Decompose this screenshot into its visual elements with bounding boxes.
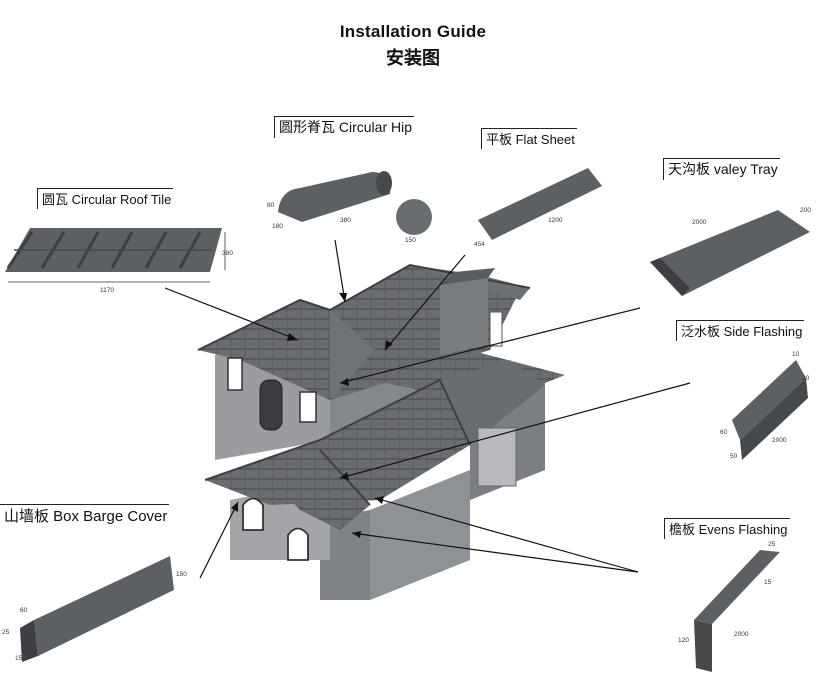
box-barge-cover-part: 60 25 15 150 — [2, 556, 187, 662]
flat-sheet-part: 454 1200 — [474, 168, 602, 248]
title-chinese: 安装图 — [386, 48, 440, 69]
label-circular-hip: 圆形脊瓦 Circular Hip — [274, 116, 415, 138]
title-english: Installation Guide — [339, 22, 487, 41]
dim-side-a: 10 — [792, 351, 800, 358]
dim-side-b: 20 — [802, 375, 810, 382]
dim-barge-height: 150 — [176, 571, 187, 578]
dim-roof-tile-width: 1170 — [100, 287, 114, 294]
side-flashing-part: 10 20 60 50 2000 — [720, 351, 810, 460]
dim-side-height: 60 — [720, 429, 728, 436]
label-side-flashing: 泛水板 Side Flashing — [676, 320, 805, 341]
dim-eaves-a: 25 — [768, 541, 776, 548]
page-title: Installation Guide 安装图 — [0, 22, 826, 70]
valey-tray-part: 2000 200 — [650, 207, 811, 296]
dim-hip-diameter: 150 — [405, 237, 416, 244]
dim-eaves-length: 2000 — [734, 631, 749, 638]
label-box-barge-cover: 山墙板 Box Barge Cover — [0, 504, 170, 527]
dim-roof-tile-height: 380 — [222, 250, 233, 257]
dim-barge-b: 25 — [2, 629, 10, 636]
dim-tray-width: 200 — [800, 207, 811, 214]
dim-hip-width: 180 — [272, 223, 283, 230]
dim-flat-width: 454 — [474, 241, 485, 248]
label-flat-sheet: 平板 Flat Sheet — [481, 128, 577, 149]
dim-barge-c: 15 — [15, 655, 23, 662]
circular-roof-tile-part: 1170 380 — [5, 228, 233, 294]
evens-flashing-part: 25 15 120 2000 — [678, 541, 780, 672]
dim-barge-a: 60 — [20, 607, 28, 614]
arrow-heads — [231, 293, 393, 538]
circular-hip-part: 80 180 380 150 — [267, 171, 432, 244]
label-circular-roof-tile: 圆瓦 Circular Roof Tile — [37, 188, 174, 209]
dim-hip-height: 80 — [267, 202, 275, 209]
pointer-arrows — [164, 239, 691, 579]
house-openings — [227, 311, 517, 561]
label-valey-tray: 天沟板 valey Tray — [663, 158, 780, 180]
dim-side-length: 2000 — [772, 437, 787, 444]
dim-eaves-height: 120 — [678, 637, 689, 644]
dim-side-c: 50 — [730, 453, 738, 460]
dim-hip-length: 380 — [340, 217, 351, 224]
dim-eaves-b: 15 — [764, 579, 772, 586]
dim-flat-length: 1200 — [548, 217, 563, 224]
dim-tray-length: 2000 — [692, 219, 707, 226]
label-evens-flashing: 檐板 Evens Flashing — [664, 518, 790, 539]
house-roofs — [197, 263, 565, 530]
